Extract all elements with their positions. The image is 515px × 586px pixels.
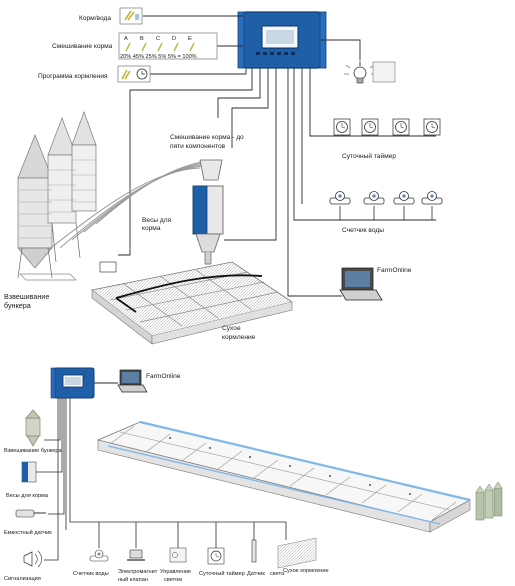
feed-scale-label-1: Весы для <box>142 217 172 224</box>
silo-icon <box>17 110 97 279</box>
mixing-five-label-1: Смешивание корма - до <box>170 134 244 141</box>
farmonline-bottom-label: FarmOnline <box>146 373 181 380</box>
daily-timer-bottom-label: Суточный таймер <box>199 570 245 577</box>
light-control-label-2: светом <box>164 577 182 583</box>
silo-icon <box>475 481 503 521</box>
feed-scale-icon <box>21 461 37 483</box>
alarm-label: Сигнализация <box>4 576 41 582</box>
lamp-icon <box>344 58 396 84</box>
light-sensor-label-1: Датчик <box>247 571 265 577</box>
water-meter-icon <box>89 549 109 562</box>
daily-timer-label: Суточный таймер <box>342 152 396 160</box>
bunker-weighing-label-2: бункера <box>4 301 31 310</box>
bottom-connection-lines <box>36 398 287 561</box>
feed-water-label: Корм/вода <box>79 15 111 22</box>
light-control-icon <box>169 547 187 563</box>
clock-icon <box>423 118 441 136</box>
valve-icon <box>127 549 145 561</box>
silo-base <box>19 273 77 281</box>
mix-letter-d: D <box>172 36 176 42</box>
grain-icon <box>125 42 195 52</box>
mix-letter-e: E <box>188 36 192 42</box>
light-control-label-1: Управление <box>160 569 191 575</box>
mix-letter-c: C <box>156 36 160 42</box>
mix-percentages: 20% 45% 25% 5% 5% = 100% <box>120 54 197 60</box>
feeding-program-icon <box>117 65 151 83</box>
dry-feeding-bottom-label: Сухое кормление <box>283 568 329 574</box>
siren-icon <box>23 550 43 568</box>
mixing-five-label-2: пяти компонентов <box>170 143 226 150</box>
clock-icon <box>361 118 379 136</box>
water-meter-icon <box>329 191 443 205</box>
daily-timer-group <box>333 118 441 136</box>
mix-box: A B C D E 20% 45% 25% 5% 5% = 100% <box>118 32 218 60</box>
feeding-program-label: Программа кормления <box>38 73 108 80</box>
water-meter-bottom-label: Счетчик воды <box>73 571 109 577</box>
feed-scale-icon <box>192 159 224 265</box>
mix-letter-b: B <box>140 36 144 42</box>
bunker-weighing-sensor-icon <box>99 261 117 273</box>
sensor-icon <box>15 509 46 518</box>
laptop-icon <box>117 369 148 393</box>
farmonline-top-label: FarmOnline <box>377 267 412 274</box>
laptop-icon <box>339 267 383 301</box>
feed-mixing-label: Смешивание корма <box>52 43 113 50</box>
dry-feeding-icon <box>277 537 317 569</box>
clock-icon <box>207 547 225 565</box>
electromagnetic-valve-label-2: ный клапан <box>118 576 148 583</box>
clock-icon <box>392 118 410 136</box>
bunker-weighing-bottom-label: Взвешивание бункера <box>4 448 63 454</box>
feed-scale-label-2: корма <box>142 225 161 232</box>
water-meter-label: Счетчик воды <box>342 227 384 234</box>
barn-building <box>96 420 472 533</box>
silo-icon <box>25 409 41 447</box>
dry-feeding-top-label-1: Сухое <box>222 325 241 332</box>
feed-water-icon <box>119 7 143 25</box>
light-sensor-label-2: света <box>270 571 285 577</box>
capacitive-sensor-label: Емкостный датчик <box>4 529 52 536</box>
top-connection-lines <box>118 15 436 297</box>
water-meter-group <box>329 191 443 220</box>
clock-icon <box>333 118 351 136</box>
top-controller <box>237 11 327 69</box>
bottom-controller <box>50 367 95 399</box>
electromagnetic-valve-label-1: Электромагнит <box>118 569 158 575</box>
mix-letter-a: A <box>124 36 128 42</box>
dry-feeding-top-label-2: кормление <box>222 334 256 341</box>
dry-feeding-pen <box>91 261 293 345</box>
bunker-weighing-label-1: Взвешивание <box>4 292 49 301</box>
feed-scale-bottom-label: Весы для корма <box>6 493 49 499</box>
light-sensor-icon <box>251 539 257 563</box>
